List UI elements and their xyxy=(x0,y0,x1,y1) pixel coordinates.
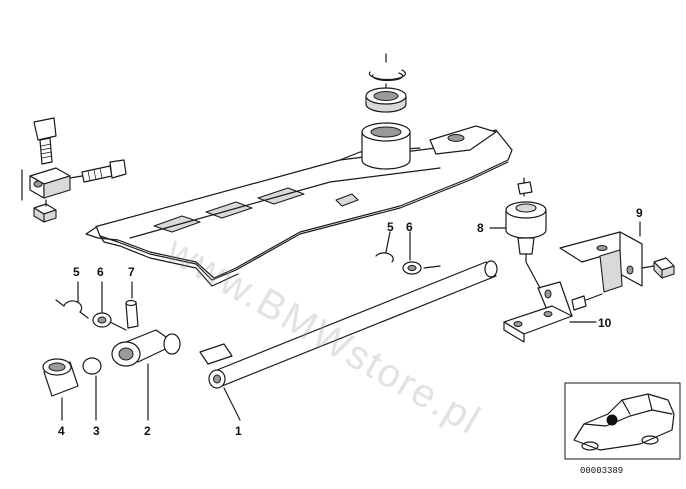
bracket-10 xyxy=(503,281,587,343)
part-label-6-right: 6 xyxy=(406,220,413,234)
clamp-block xyxy=(29,167,71,199)
clip-washer-right xyxy=(375,252,441,275)
circlip-top xyxy=(368,69,406,82)
shift-rod xyxy=(199,260,498,389)
part-label-7: 7 xyxy=(128,265,135,279)
nut-9 xyxy=(653,257,675,279)
clip-5 xyxy=(63,300,89,319)
socket-2 xyxy=(111,329,181,367)
bracket-9 xyxy=(559,231,643,293)
guide-line xyxy=(585,293,603,301)
washer-6 xyxy=(92,312,112,328)
bolt-vertical xyxy=(33,117,57,165)
guide-line xyxy=(525,261,541,289)
guide-line xyxy=(109,321,127,331)
diagram-code: 00003389 xyxy=(580,466,624,476)
bearing-ring-top xyxy=(365,87,407,113)
guide-line xyxy=(69,175,83,179)
nut-small xyxy=(33,203,57,223)
sleeve-4 xyxy=(42,358,79,397)
part-label-8: 8 xyxy=(477,221,484,235)
part-label-6: 6 xyxy=(97,265,104,279)
part-label-9: 9 xyxy=(636,206,643,220)
part-label-4: 4 xyxy=(58,424,65,438)
shift-plate xyxy=(85,122,513,287)
part-label-5: 5 xyxy=(73,265,80,279)
leader-line xyxy=(223,387,241,421)
leader-line xyxy=(385,231,391,253)
part-label-1: 1 xyxy=(235,424,242,438)
guide-line xyxy=(55,299,65,307)
guide-line xyxy=(641,265,655,269)
part-label-3: 3 xyxy=(93,424,100,438)
part-label-5-right: 5 xyxy=(387,220,394,234)
part-label-10: 10 xyxy=(598,316,612,330)
pin-7 xyxy=(125,299,139,329)
bolt-horizontal xyxy=(81,159,127,183)
ball-3 xyxy=(82,357,102,375)
vehicle-thumbnail xyxy=(564,382,681,460)
rubber-mount-8 xyxy=(505,177,547,263)
part-label-2: 2 xyxy=(144,424,151,438)
